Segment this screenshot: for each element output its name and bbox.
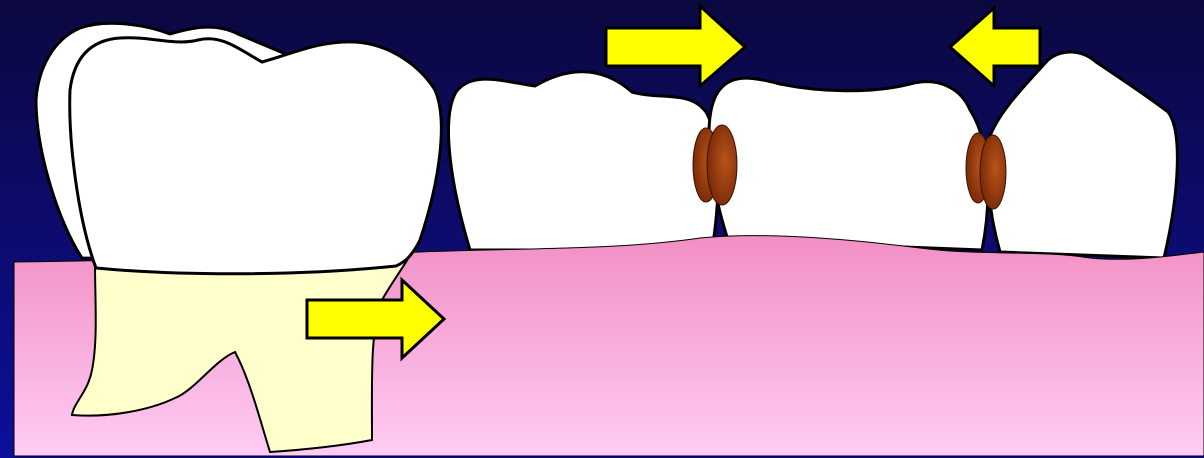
premolar-tooth-2 xyxy=(709,78,988,250)
caries-spot-1 xyxy=(693,125,737,205)
premolar-tooth-1 xyxy=(449,72,719,250)
molar-tooth xyxy=(70,38,442,274)
caries-spot-2 xyxy=(966,133,1006,209)
